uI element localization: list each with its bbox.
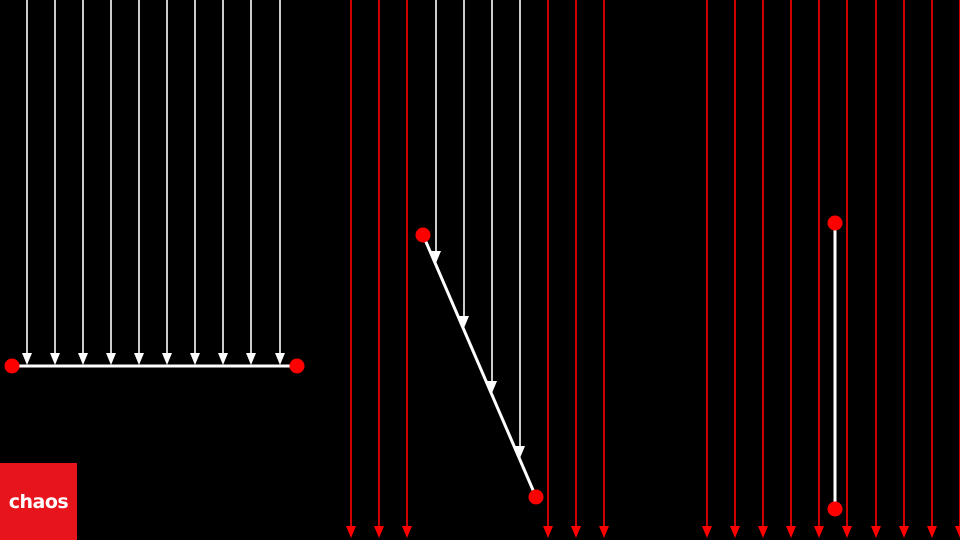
vertical-endpoint-top [827,215,843,231]
surfaces-layer [10,221,837,511]
arrow-down-icon [487,381,497,393]
arrow-down-icon [275,353,285,365]
arrow-down-icon [218,353,228,365]
tilted-endpoint-top [415,227,431,243]
arrow-down-icon [22,353,32,365]
grazing-ray-2 [730,0,740,538]
incident-ray-3 [78,0,88,365]
grazing-ray-1 [702,0,712,538]
tilted-incident-ray-2 [459,0,469,328]
arrow-down-icon [842,526,852,538]
arrow-down-icon [927,526,937,538]
arrow-down-icon [599,526,609,538]
vertical-endpoint-bottom [827,501,843,517]
grazing-ray-5 [814,0,824,538]
tilted-incident-ray-3 [487,0,497,393]
grazing-ray-3 [758,0,768,538]
arrow-down-icon [515,446,525,458]
arrow-down-icon [571,526,581,538]
chaos-logo: chaos [0,463,77,540]
arrow-down-icon [78,353,88,365]
tilted-endpoint-bottom [528,489,544,505]
passing-ray-6 [599,0,609,538]
arrow-down-icon [431,251,441,263]
arrow-down-icon [134,353,144,365]
arrow-down-icon [730,526,740,538]
arrow-down-icon [402,526,412,538]
passing-ray-2 [374,0,384,538]
arrow-down-icon [162,353,172,365]
tilted-incident-ray-4 [515,0,525,458]
arrow-down-icon [50,353,60,365]
incident-ray-1 [22,0,32,365]
logo-wordmark: chaos [8,491,69,513]
grazing-ray-4 [786,0,796,538]
arrow-down-icon [190,353,200,365]
grazing-ray-7 [871,0,881,538]
incident-ray-6 [162,0,172,365]
incident-ray-2 [50,0,60,365]
passing-ray-4 [543,0,553,538]
arrow-down-icon [758,526,768,538]
arrow-down-icon [702,526,712,538]
incident-ray-8 [218,0,228,365]
surface-endpoint-right [289,358,305,374]
passing-ray-1 [346,0,356,538]
arrow-down-icon [814,526,824,538]
surface-endpoint-left [4,358,20,374]
arrow-down-icon [955,526,960,538]
grazing-ray-6 [842,0,852,538]
incident-ray-9 [246,0,256,365]
arrow-down-icon [106,353,116,365]
arrow-down-icon [899,526,909,538]
arrow-down-icon [543,526,553,538]
grazing-ray-10 [955,0,960,538]
arrow-down-icon [346,526,356,538]
grazing-ray-9 [927,0,937,538]
tilted-surface [421,233,538,499]
incident-ray-10 [275,0,285,365]
tilted-incident-ray-1 [431,0,441,263]
arrow-down-icon [246,353,256,365]
arrow-down-icon [374,526,384,538]
incident-ray-5 [134,0,144,365]
rays-layer [22,0,960,538]
arrow-down-icon [871,526,881,538]
grazing-ray-8 [899,0,909,538]
endpoints-layer [4,215,843,517]
passing-ray-3 [402,0,412,538]
incident-ray-4 [106,0,116,365]
arrow-down-icon [459,316,469,328]
incident-ray-7 [190,0,200,365]
arrow-down-icon [786,526,796,538]
passing-ray-5 [571,0,581,538]
